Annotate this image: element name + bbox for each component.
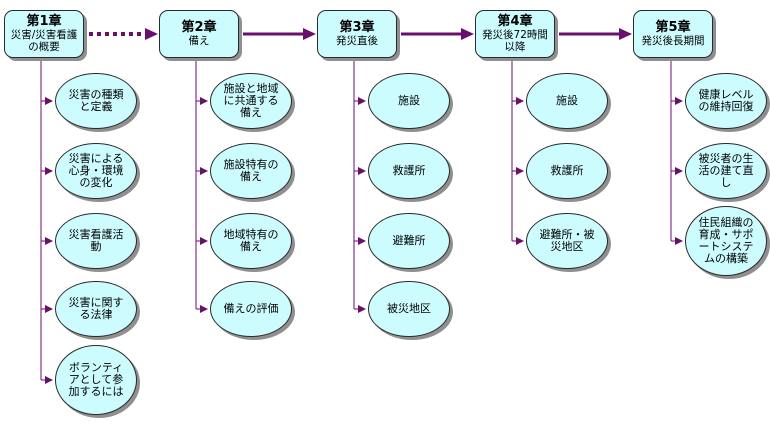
- branch-arrowhead-3-1: [358, 97, 366, 105]
- branch-arrowhead-1-3: [45, 237, 53, 245]
- topic-label: 施設: [556, 94, 578, 107]
- branch-arrowhead-1-5: [45, 376, 53, 384]
- chapter-5-topic-1[interactable]: 健康レベルの維持回復: [685, 73, 767, 129]
- chapter-3-topic-3[interactable]: 避難所: [368, 213, 450, 269]
- branch-arrowhead-5-2: [675, 167, 683, 175]
- chapter-1-subtitle: 災害/災害看護の概要: [10, 29, 78, 53]
- chapter-4-box[interactable]: 第4章 発災後72時間以降: [475, 10, 555, 58]
- topic-label: 被災地区: [387, 302, 431, 315]
- chapter-4-topic-2[interactable]: 救護所: [526, 143, 608, 199]
- chapter-2-title: 第2章: [181, 20, 217, 35]
- chapter-4-subtitle: 発災後72時間以降: [482, 29, 548, 53]
- branch-arrowhead-1-4: [45, 305, 53, 313]
- branch-arrowhead-2-3: [200, 237, 208, 245]
- topic-label: 救護所: [392, 164, 426, 177]
- chapter-2-topic-4[interactable]: 備えの評価: [210, 281, 292, 337]
- topic-label: 災害の種類と定義: [68, 88, 124, 113]
- branch-arrowhead-4-1: [516, 97, 524, 105]
- flow-arrowhead-5: [619, 28, 632, 40]
- topic-label: 避難所: [392, 234, 426, 247]
- topic-label: 健康レベルの維持回復: [698, 88, 754, 113]
- topic-label: 住民組織の育成・サポートシステムの構築: [698, 216, 754, 265]
- branch-arrowhead-2-1: [200, 97, 208, 105]
- flow-arrowhead-3: [303, 28, 316, 40]
- topic-label: 救護所: [550, 164, 584, 177]
- topic-label: 施設と地域に共通する備え: [223, 82, 279, 119]
- chapter-2-topic-3[interactable]: 地域特有の備え: [210, 213, 292, 269]
- chapter-4-title: 第4章: [497, 14, 533, 29]
- chapter-3-subtitle: 発災直後: [336, 35, 378, 47]
- chapter-3-topic-1[interactable]: 施設: [368, 73, 450, 129]
- branch-arrowhead-5-1: [675, 97, 683, 105]
- branch-arrowhead-5-3: [675, 237, 683, 245]
- branch-arrowhead-2-2: [200, 167, 208, 175]
- chapter-4-topic-1[interactable]: 施設: [526, 73, 608, 129]
- topic-label: 被災者の生活の建て直し: [698, 152, 754, 189]
- chapter-5-topic-2[interactable]: 被災者の生活の建て直し: [685, 143, 767, 199]
- topic-label: 災害に関する法律: [68, 296, 124, 321]
- chapter-2-subtitle: 備え: [188, 35, 210, 47]
- topic-label: ボランティアとして参加するには: [68, 361, 124, 398]
- branch-arrowhead-3-3: [358, 237, 366, 245]
- branch-arrowhead-4-2: [516, 167, 524, 175]
- topic-label: 災害による心身・環境の変化: [68, 152, 124, 189]
- chapter-2-box[interactable]: 第2章 備え: [159, 10, 239, 58]
- chapter-1-topic-5[interactable]: ボランティアとして参加するには: [55, 345, 137, 415]
- branch-arrowhead-3-4: [358, 305, 366, 313]
- chapter-3-box[interactable]: 第3章 発災直後: [317, 10, 397, 58]
- branch-arrowhead-2-4: [200, 305, 208, 313]
- topic-label: 施設: [398, 94, 420, 107]
- chapter-5-title: 第5章: [655, 20, 691, 35]
- chapter-2-topic-2[interactable]: 施設特有の備え: [210, 143, 292, 199]
- chapter-1-title: 第1章: [26, 14, 62, 29]
- chapter-5-subtitle: 発災後長期間: [641, 35, 705, 47]
- topic-label: 災害看護活動: [68, 228, 124, 253]
- branch-arrowhead-3-2: [358, 167, 366, 175]
- branch-arrowhead-4-3: [516, 237, 524, 245]
- chapter-1-topic-3[interactable]: 災害看護活動: [55, 213, 137, 269]
- chapter-1-topic-4[interactable]: 災害に関する法律: [55, 281, 137, 337]
- topic-label: 避難所・被災地区: [539, 228, 595, 253]
- chapter-3-topic-4[interactable]: 被災地区: [368, 281, 450, 337]
- branch-arrowhead-1-1: [45, 97, 53, 105]
- chapter-5-box[interactable]: 第5章 発災後長期間: [633, 10, 713, 58]
- chapter-4-topic-3[interactable]: 避難所・被災地区: [526, 213, 608, 269]
- branch-arrowhead-1-2: [45, 167, 53, 175]
- chapter-1-box[interactable]: 第1章 災害/災害看護の概要: [4, 10, 84, 58]
- topic-label: 施設特有の備え: [223, 158, 279, 183]
- chapter-1-topic-1[interactable]: 災害の種類と定義: [55, 73, 137, 129]
- topic-label: 備えの評価: [223, 302, 279, 315]
- chapter-3-title: 第3章: [339, 20, 375, 35]
- chapter-1-topic-2[interactable]: 災害による心身・環境の変化: [55, 143, 137, 199]
- chapter-5-topic-3[interactable]: 住民組織の育成・サポートシステムの構築: [685, 206, 767, 276]
- chapter-2-topic-1[interactable]: 施設と地域に共通する備え: [210, 73, 292, 129]
- chapter-3-topic-2[interactable]: 救護所: [368, 143, 450, 199]
- flow-arrowhead-2: [145, 28, 158, 40]
- topic-label: 地域特有の備え: [223, 228, 279, 253]
- flow-arrowhead-4: [461, 28, 474, 40]
